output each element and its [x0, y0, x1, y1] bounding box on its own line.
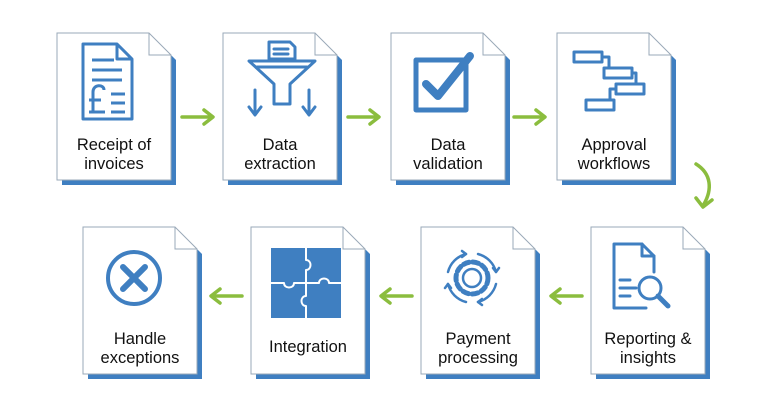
arrow-right-icon	[180, 108, 215, 126]
step-reporting-insights: Reporting &insights	[590, 226, 715, 381]
funnel-icon	[247, 40, 317, 117]
document-card	[222, 32, 342, 185]
arrow-right-icon	[346, 108, 381, 126]
arrow-curve-down-icon	[694, 162, 714, 209]
invoice-pound-icon	[81, 42, 134, 121]
document-search-icon	[612, 242, 671, 310]
step-label: Integration	[269, 338, 347, 356]
gear-cycle-icon	[443, 249, 501, 307]
arrow-left-icon	[209, 287, 244, 305]
x-circle-icon	[106, 250, 162, 306]
document-card	[590, 226, 710, 379]
arrow-left-icon	[379, 287, 414, 305]
step-label: Reporting &insights	[604, 330, 692, 367]
step-integration: Integration	[250, 226, 375, 381]
checkbox-icon	[413, 52, 474, 113]
arrow-left-icon	[549, 287, 584, 305]
puzzle-icon	[271, 248, 341, 318]
workflow-icon	[572, 50, 646, 112]
arrow-right-icon	[512, 108, 547, 126]
